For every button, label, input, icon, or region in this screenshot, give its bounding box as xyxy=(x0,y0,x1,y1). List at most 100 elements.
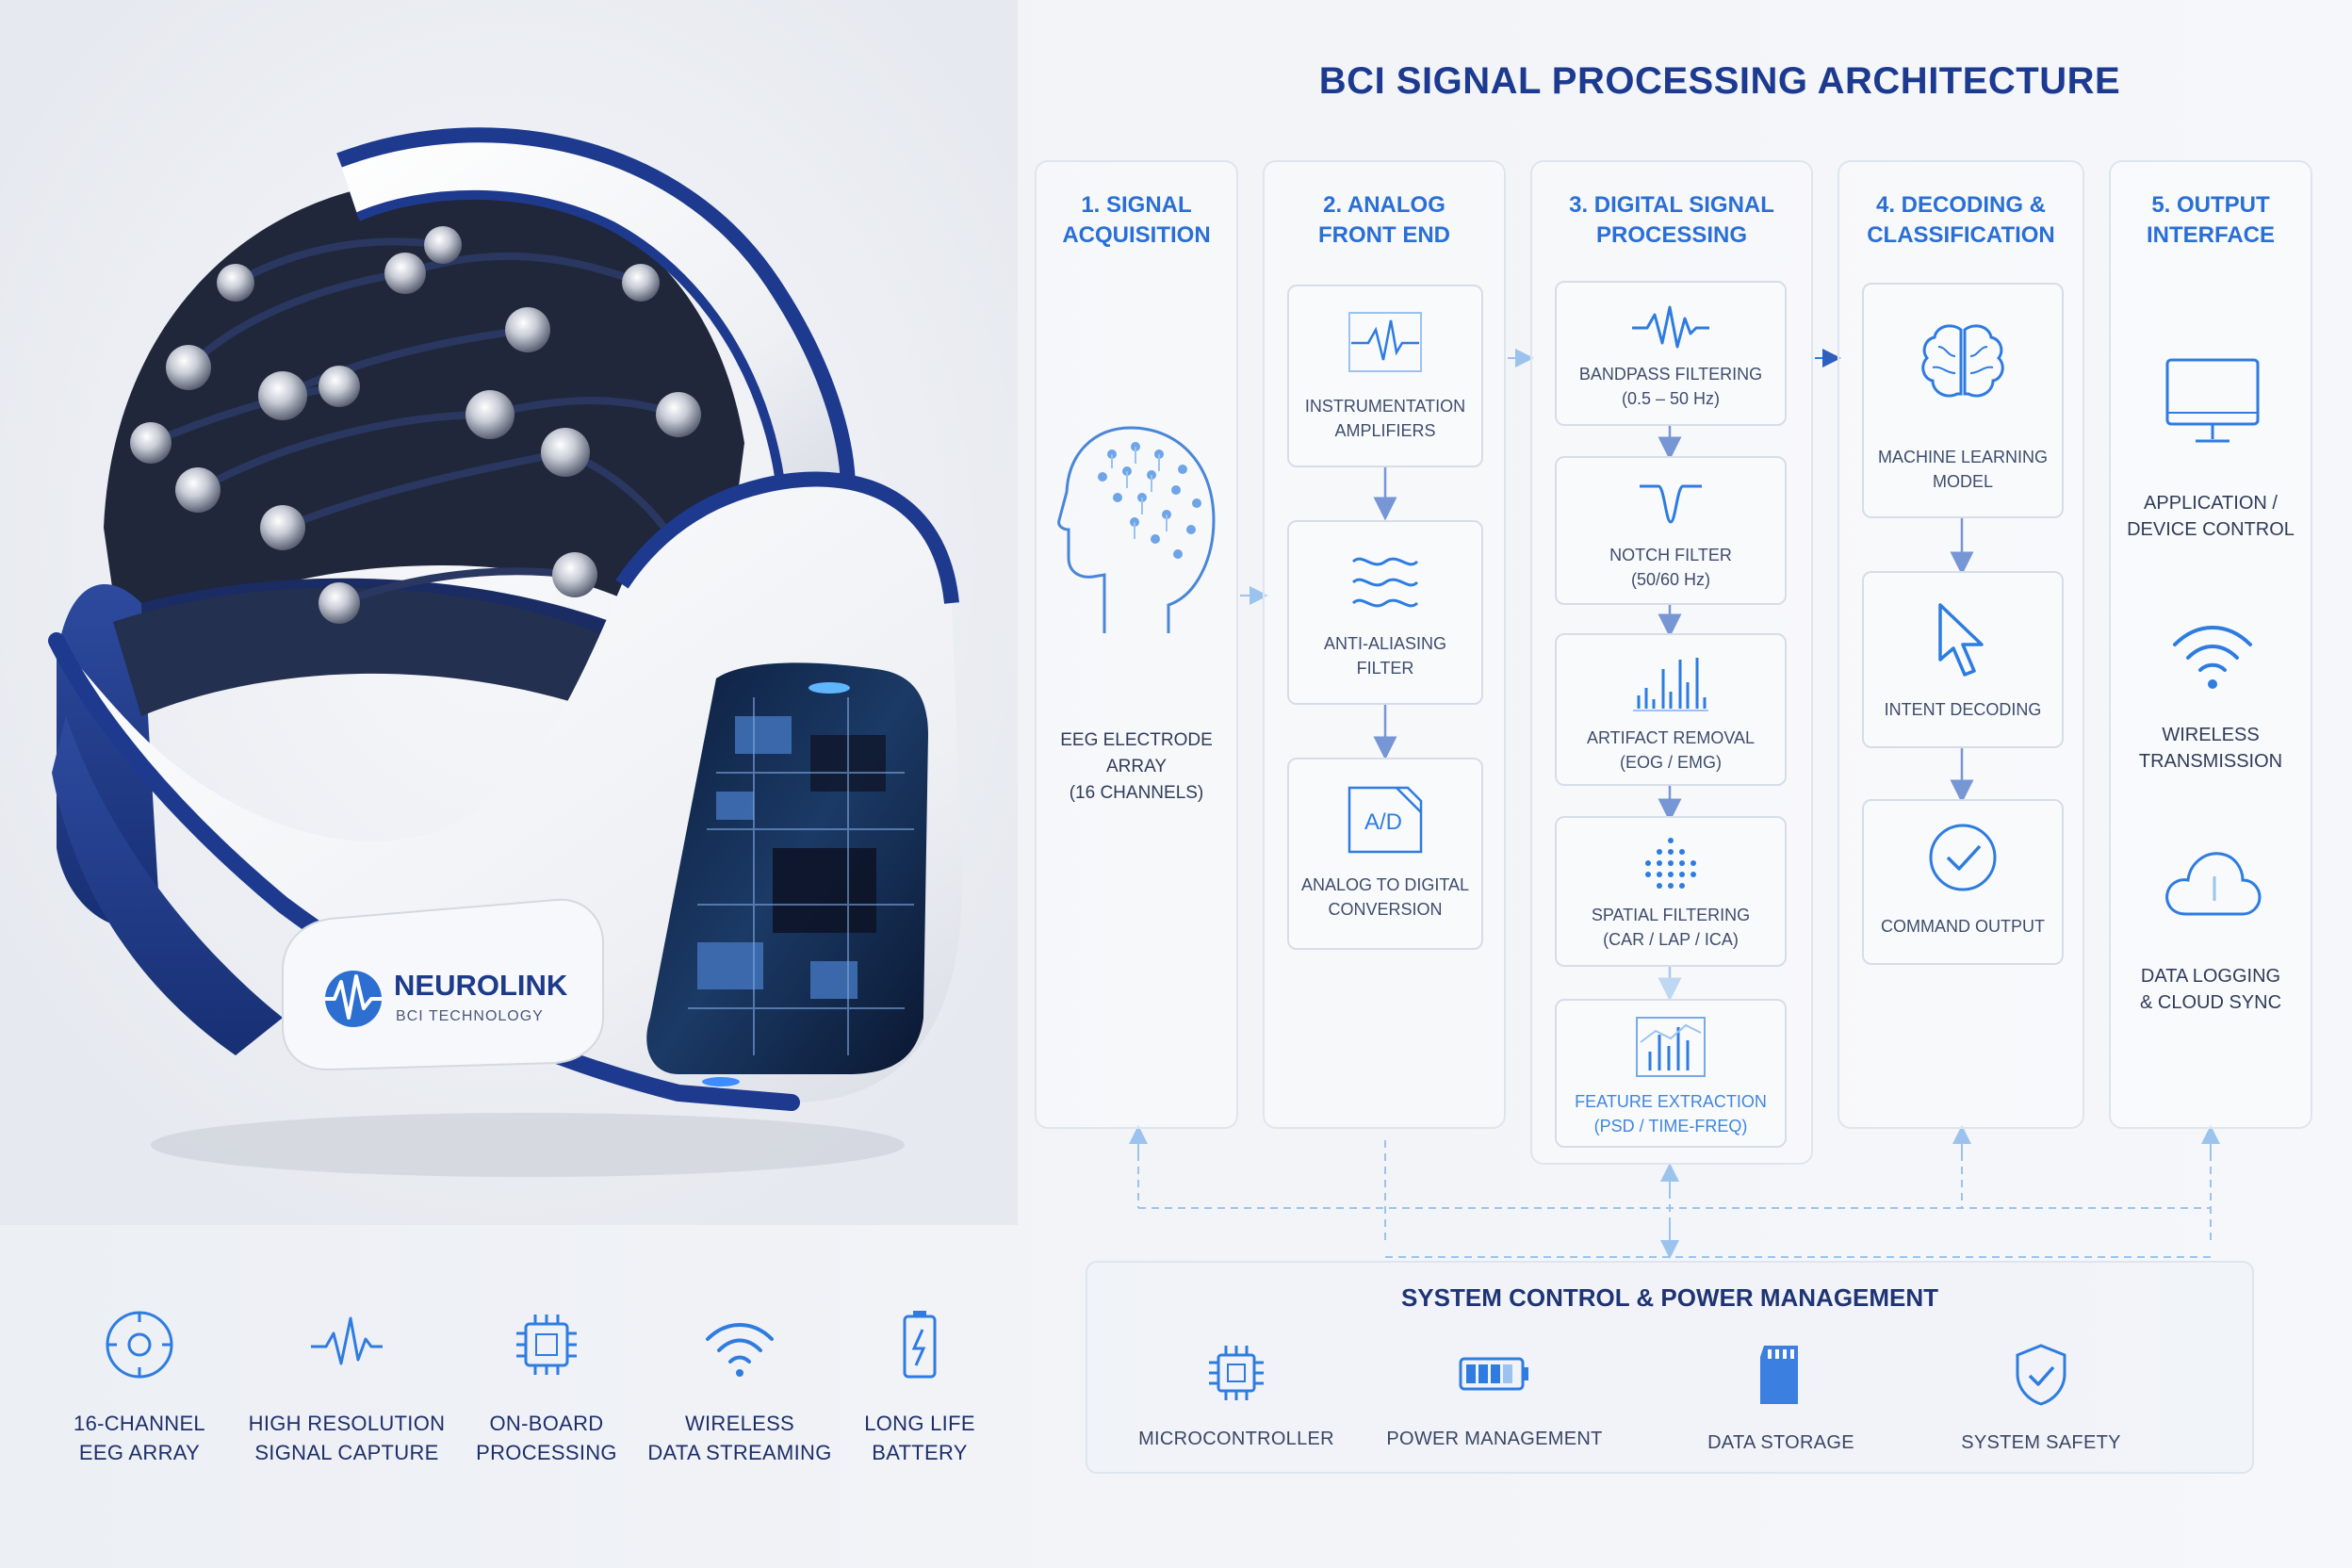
instrumentation-amplifiers-box: INSTRUMENTATION AMPLIFIERS xyxy=(1287,285,1483,467)
microcontroller-item: MICROCONTROLLER xyxy=(1114,1342,1359,1450)
system-control-title: SYSTEM CONTROL & POWER MANAGEMENT xyxy=(1400,1283,1939,1312)
data-logging-cloud-sync-label: DATA LOGGING& CLOUD SYNC xyxy=(2139,966,2282,1013)
headset-product-illustration: NEUROLINK BCI TECHNOLOGY xyxy=(0,0,1018,1225)
spatial-filtering-box: SPATIAL FILTERING (CAR / LAP / ICA) xyxy=(1555,816,1787,967)
application-device-control-label: APPLICATION /DEVICE CONTROL xyxy=(2127,493,2295,540)
box-label: FILTER xyxy=(1356,659,1414,678)
box-label: (0.5 – 50 Hz) xyxy=(1621,389,1721,408)
target-ring-icon xyxy=(106,1311,173,1379)
stage-title: INTERFACE xyxy=(2146,222,2275,248)
box-label: FEATURE EXTRACTION xyxy=(1575,1092,1767,1111)
waveform-icon xyxy=(311,1316,383,1365)
monitor-icon xyxy=(2165,358,2260,443)
eeg-electrode-array-label: EEG ELECTRODE ARRAY(16 CHANNELS) xyxy=(1060,730,1213,803)
system-item-label: SYSTEM SAFETY xyxy=(1961,1432,2121,1453)
power-management-item: POWER MANAGEMENT xyxy=(1372,1342,1617,1450)
stage-analog-front-end: 2. ANALOG FRONT END INSTRUMENTATION AMPLIF… xyxy=(1263,160,1506,1129)
box-label: ARTIFACT REMOVAL xyxy=(1586,728,1756,747)
brand-name: NEUROLINK xyxy=(394,969,568,1002)
command-output-box: COMMAND OUTPUT xyxy=(1862,799,2064,965)
dot-grid-icon xyxy=(1645,838,1696,889)
stage-signal-acquisition: 1. SIGNAL ACQUISITION EEG ELECTRODE ARRAY… xyxy=(1035,160,1238,1129)
box-label: MODEL xyxy=(1932,472,1993,491)
intent-decoding-box: INTENT DECODING xyxy=(1862,571,2064,748)
box-label: (PSD / TIME-FREQ) xyxy=(1593,1117,1748,1135)
stage-decoding-classification: 4. DECODING & CLASSIFICATION MACHINE LEAR… xyxy=(1838,160,2084,1129)
ad-converter-icon: A/D xyxy=(1348,786,1423,854)
spectrum-bars-icon xyxy=(1633,658,1708,711)
system-control-panel: SYSTEM CONTROL & POWER MANAGEMENT MICROC… xyxy=(1086,1261,2254,1474)
feature-plot-icon xyxy=(1636,1017,1706,1077)
stage-title: FRONT END xyxy=(1318,222,1450,248)
stage-title: 1. SIGNAL xyxy=(1081,192,1192,218)
artifact-removal-box: ARTIFACT REMOVAL (EOG / EMG) xyxy=(1555,633,1787,786)
system-item-label: MICROCONTROLLER xyxy=(1138,1429,1334,1449)
feature-label: EEG ARRAY xyxy=(78,1441,201,1464)
diagram-title: BCI SIGNAL PROCESSING ARCHITECTURE xyxy=(1318,60,2121,102)
box-label: BANDPASS FILTERING xyxy=(1578,365,1763,384)
feature-label: HIGH RESOLUTION xyxy=(248,1412,446,1435)
wireless-transmission-icon xyxy=(2173,626,2252,689)
stage-title: ACQUISITION xyxy=(1062,222,1211,248)
notch-curve-icon xyxy=(1640,484,1702,524)
feature-wireless-streaming: WIRELESS DATA STREAMING xyxy=(627,1305,853,1467)
amplifier-waveform-icon xyxy=(1348,312,1422,372)
stage-output-interface: 5. OUTPUT INTERFACE APPLICATION /DEVICE C… xyxy=(2109,160,2312,1129)
box-label: ANALOG TO DIGITAL xyxy=(1300,875,1470,894)
shield-check-icon xyxy=(2016,1344,2066,1406)
stage-title: CLASSIFICATION xyxy=(1867,222,2055,248)
stage-title: 5. OUTPUT xyxy=(2151,192,2270,218)
box-label: (EOG / EMG) xyxy=(1620,753,1722,772)
brain-icon xyxy=(1921,324,2004,398)
chip-icon xyxy=(516,1315,577,1375)
feature-label: WIRELESS xyxy=(684,1412,795,1435)
stage-title: PROCESSING xyxy=(1595,222,1748,248)
anti-aliasing-filter-box: ANTI-ALIASING FILTER xyxy=(1287,520,1483,705)
box-label: AMPLIFIERS xyxy=(1334,421,1436,440)
bandpass-filtering-box: BANDPASS FILTERING (0.5 – 50 Hz) xyxy=(1555,281,1787,426)
feature-eeg-array: 16-CHANNEL EEG ARRAY xyxy=(26,1305,253,1467)
box-label: INTENT DECODING xyxy=(1884,700,2042,719)
feature-label: BATTERY xyxy=(872,1441,968,1464)
microcontroller-icon xyxy=(1209,1346,1264,1400)
feature-label: DATA STREAMING xyxy=(647,1441,832,1464)
box-label: NOTCH FILTER xyxy=(1609,546,1732,564)
neurolink-logo xyxy=(325,971,382,1027)
stage-title: 2. ANALOG xyxy=(1323,192,1446,218)
feature-battery: LONG LIFE BATTERY xyxy=(807,1305,1033,1467)
box-label: ANTI-ALIASING xyxy=(1323,634,1447,653)
data-storage-item: DATA STORAGE xyxy=(1658,1342,1903,1454)
feature-label: LONG LIFE xyxy=(864,1412,975,1435)
feature-label: ON-BOARD xyxy=(489,1412,604,1435)
system-item-label: DATA STORAGE xyxy=(1707,1432,1854,1453)
head-electrodes-icon xyxy=(1057,426,1216,633)
wifi-icon xyxy=(706,1323,774,1377)
box-label: (50/60 Hz) xyxy=(1630,570,1711,589)
sd-card-icon xyxy=(1760,1346,1798,1404)
feature-label: 16-CHANNEL xyxy=(74,1412,205,1435)
stage-title: 4. DECODING & xyxy=(1875,192,2047,218)
machine-learning-model-box: MACHINE LEARNING MODEL xyxy=(1862,283,2064,518)
feature-extraction-box: FEATURE EXTRACTION (PSD / TIME-FREQ) xyxy=(1555,999,1787,1148)
feature-label: PROCESSING xyxy=(476,1441,617,1464)
system-item-label: POWER MANAGEMENT xyxy=(1386,1429,1603,1449)
feature-on-board-processing: ON-BOARD PROCESSING xyxy=(433,1305,660,1467)
ad-badge: A/D xyxy=(1364,809,1402,835)
filter-waves-icon xyxy=(1351,557,1419,608)
box-label: CONVERSION xyxy=(1328,900,1443,919)
cloud-icon xyxy=(2165,852,2262,916)
feature-label: SIGNAL CAPTURE xyxy=(254,1441,439,1464)
bandpass-waveform-icon xyxy=(1632,305,1709,349)
battery-icon xyxy=(903,1311,937,1379)
box-label: MACHINE LEARNING xyxy=(1877,448,2049,466)
check-circle-icon xyxy=(1929,824,1997,891)
feature-signal-capture: HIGH RESOLUTION SIGNAL CAPTURE xyxy=(234,1305,460,1467)
box-label: SPATIAL FILTERING xyxy=(1591,906,1751,924)
box-label: (CAR / LAP / ICA) xyxy=(1603,930,1739,949)
system-safety-item: SYSTEM SAFETY xyxy=(1919,1342,2164,1454)
box-label: INSTRUMENTATION xyxy=(1304,397,1466,416)
cursor-pointer-icon xyxy=(1938,603,1984,677)
